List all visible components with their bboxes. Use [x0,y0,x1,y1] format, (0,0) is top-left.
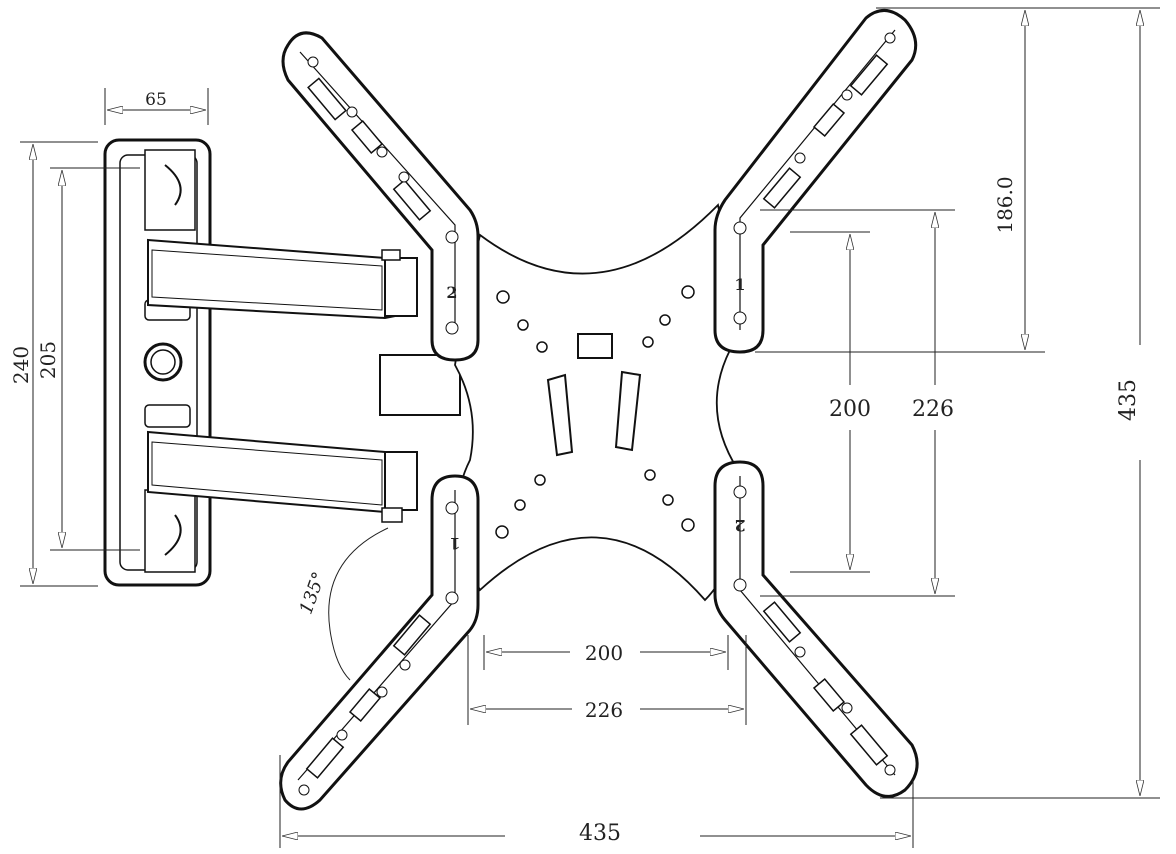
bracket-label-bottom-left: 1 [449,534,460,553]
dim-swivel-angle: 135° [296,569,331,617]
dim-outer-horizontal-spacing: 226 [585,698,623,722]
dim-total-width: 435 [579,821,621,846]
dim-inner-horizontal-spacing: 200 [585,641,623,665]
dim-inner-vertical-spacing: 200 [829,397,871,422]
bracket-bottom-right: 2 [713,460,919,798]
bracket-bottom-left: 1 [279,474,480,811]
dim-wall-plate-height: 240 [9,346,33,384]
swing-arms [147,238,461,523]
bracket-top-right: 1 [713,9,918,354]
bracket-label-top-left: 2 [446,283,457,302]
bracket-top-left: 2 [281,31,480,362]
dim-wall-plate-width: 65 [145,90,167,110]
wall-plate [103,138,212,587]
bracket-label-top-right: 1 [734,275,745,294]
dim-outer-vertical-spacing: 226 [912,397,954,422]
dim-upper-arm-height: 186.0 [993,176,1017,233]
dimension-lines [20,7,1160,848]
center-plate [454,203,740,602]
bracket-label-bottom-right: 2 [734,516,745,535]
dimension-labels: 65 240 205 186.0 435 200 226 200 226 435… [9,90,1141,846]
dim-wall-plate-hole-spacing: 205 [36,341,60,379]
dim-total-height: 435 [1116,379,1141,421]
